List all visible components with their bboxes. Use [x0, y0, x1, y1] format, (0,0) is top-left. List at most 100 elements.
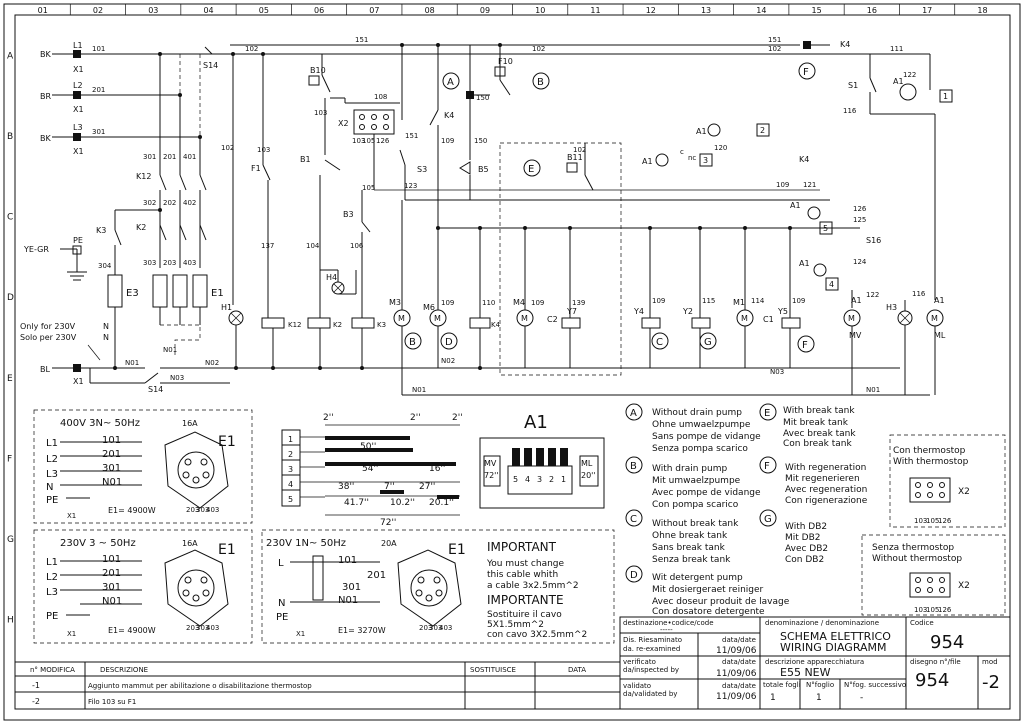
svg-text:M: M	[434, 314, 441, 323]
box400-e1: E1	[218, 434, 236, 450]
svg-text:With DB2: With DB2	[785, 522, 827, 532]
svg-text:A1: A1	[799, 259, 810, 268]
svg-text:verificato: verificato	[623, 658, 656, 666]
svg-text:Sans break tank: Sans break tank	[652, 543, 726, 553]
svg-text:A1: A1	[790, 201, 801, 210]
svg-text:data/date: data/date	[722, 636, 756, 644]
svg-text:L: L	[278, 558, 284, 569]
box-230v-3: 230V 3 ~ 50Hz 16A E1 L1 L2 L3 PE 101 201…	[33, 529, 253, 644]
grid-col-label: 13	[701, 6, 711, 15]
grid-col-label: 09	[480, 6, 490, 15]
svg-text:K4: K4	[799, 155, 809, 164]
k3-label: K3	[96, 226, 106, 235]
only-for-en: Only for 230V	[20, 322, 76, 331]
svg-text:Mit DB2: Mit DB2	[785, 533, 821, 543]
svg-text:Filo 103 su F1: Filo 103 su F1	[88, 698, 136, 706]
supply-l3-color: BK	[40, 134, 51, 143]
box400-fuse: 16A	[182, 419, 198, 428]
grid-col-label: 14	[756, 6, 766, 15]
s14-lower-label: S14	[148, 385, 163, 394]
svg-text:destinazione•codice/code: destinazione•codice/code	[623, 619, 714, 627]
svg-text:D: D	[445, 337, 453, 348]
svg-text:123: 123	[404, 182, 417, 190]
box230-1-title: 230V 1N~ 50Hz	[266, 538, 346, 549]
svg-text:124: 124	[853, 258, 867, 266]
svg-text:5: 5	[513, 475, 518, 484]
svg-text:5X1.5mm^2: 5X1.5mm^2	[487, 620, 544, 630]
svg-text:DESCRIZIONE: DESCRIZIONE	[100, 666, 148, 674]
svg-text:Mit regenerieren: Mit regenerieren	[785, 474, 860, 484]
svg-text:103: 103	[914, 517, 927, 525]
svg-text:disegno n°/file: disegno n°/file	[910, 658, 961, 666]
svg-text:F: F	[803, 67, 809, 78]
svg-text:totale fogli: totale fogli	[763, 681, 801, 689]
svg-text:PE: PE	[276, 612, 288, 623]
k12-label: K12	[136, 172, 151, 181]
svg-text:Sostituire il cavo: Sostituire il cavo	[487, 610, 562, 620]
svg-text:nc: nc	[688, 154, 696, 162]
terminal-l2	[73, 91, 81, 99]
grid-col-label: 07	[369, 6, 379, 15]
svg-text:-1: -1	[32, 681, 40, 690]
svg-text:126: 126	[938, 606, 952, 614]
svg-text:103: 103	[257, 146, 270, 154]
svg-text:104: 104	[306, 242, 320, 250]
terminal-pe	[72, 245, 82, 255]
e3-label: E3	[126, 288, 139, 299]
svg-text:M: M	[741, 314, 748, 323]
k2-label: K2	[136, 223, 146, 232]
svg-text:With drain pump: With drain pump	[652, 464, 727, 474]
n-label-1: N	[103, 322, 109, 331]
b3-label: B3	[343, 210, 354, 219]
svg-text:da. re-examined: da. re-examined	[623, 645, 680, 653]
svg-text:With regeneration: With regeneration	[785, 463, 866, 473]
svg-text:403: 403	[206, 506, 219, 514]
svg-text:Avec DB2: Avec DB2	[785, 544, 828, 554]
svg-text:C: C	[656, 337, 663, 348]
svg-text:N01: N01	[866, 386, 880, 394]
svg-text:10.2'': 10.2''	[390, 498, 415, 508]
svg-text:Without break tank: Without break tank	[652, 519, 739, 529]
svg-text:With break tank: With break tank	[783, 406, 855, 416]
title-wiring: WIRING DIAGRAMM	[780, 641, 887, 654]
svg-text:203: 203	[163, 259, 176, 267]
svg-text:109: 109	[441, 137, 454, 145]
svg-text:122: 122	[903, 71, 916, 79]
svg-text:data/date: data/date	[722, 682, 756, 690]
grid-col-label: 06	[314, 6, 324, 15]
option-e-bubble	[523, 159, 541, 177]
h3-label: H3	[886, 303, 897, 312]
svg-text:105: 105	[926, 517, 939, 525]
svg-text:2'': 2''	[323, 413, 334, 423]
supply-l1-color: BK	[40, 50, 51, 59]
svg-text:N03: N03	[170, 374, 184, 382]
svg-text:G: G	[764, 514, 772, 525]
svg-text:con cavo 3X2.5mm^2: con cavo 3X2.5mm^2	[487, 630, 587, 640]
svg-text:You must change: You must change	[486, 559, 565, 569]
svg-text:121: 121	[803, 181, 816, 189]
svg-text:72'': 72''	[380, 518, 396, 528]
supply-l2-x: X1	[73, 105, 84, 114]
svg-text:151: 151	[355, 36, 368, 44]
svg-text:PE: PE	[46, 495, 58, 506]
title-block: destinazione•codice/code ----- Dis. Ries…	[619, 616, 1011, 710]
svg-text:Ohne break tank: Ohne break tank	[652, 531, 728, 541]
svg-text:X1: X1	[67, 512, 76, 520]
svg-text:203: 203	[419, 624, 432, 632]
grid-row-label: C	[7, 213, 13, 223]
svg-text:150: 150	[476, 94, 489, 102]
svg-text:A1: A1	[893, 77, 904, 86]
supply-l2-term: L2	[73, 81, 83, 90]
svg-text:Con rigenerazione: Con rigenerazione	[785, 496, 868, 506]
k4-coil	[469, 317, 491, 329]
e1-element-2	[172, 274, 188, 308]
svg-text:1: 1	[561, 475, 566, 484]
svg-text:Mit break tank: Mit break tank	[783, 418, 849, 428]
grid-col-label: 05	[259, 6, 269, 15]
box-230v-1n: 230V 1N~ 50Hz 20A E1 L N PE 101 201 301 …	[261, 529, 615, 644]
m1-label: M1	[733, 298, 745, 307]
x2-connector	[353, 109, 395, 135]
thermostop-panels: Con thermostop With thermostop X2 103 10…	[861, 434, 1006, 616]
svg-text:126: 126	[853, 205, 867, 213]
